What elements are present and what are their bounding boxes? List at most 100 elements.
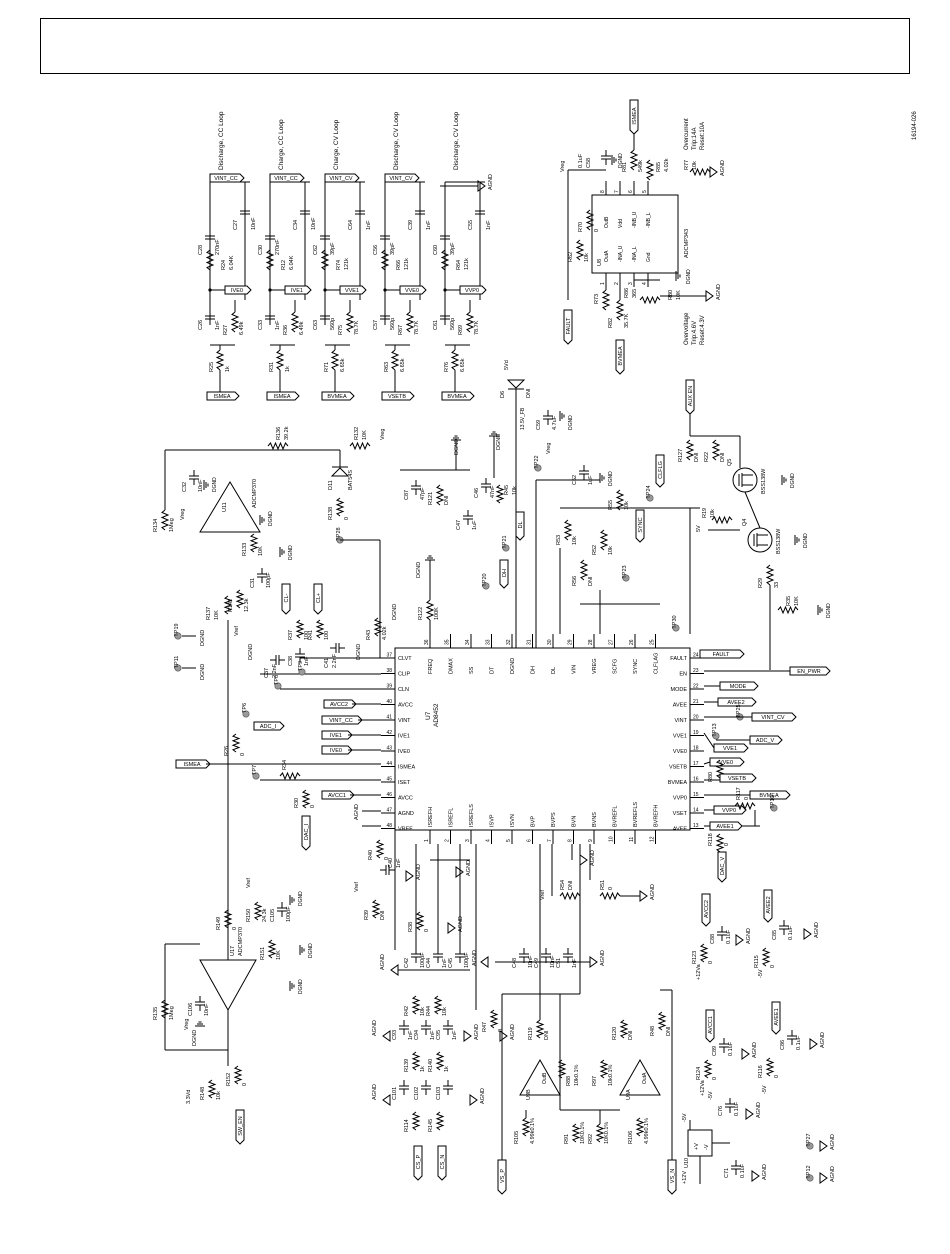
res-value: 10k <box>710 509 716 518</box>
cap-value: 270nF <box>215 239 221 255</box>
res-value: 10K0.1% <box>580 1122 586 1144</box>
res-ref: R80 <box>668 290 674 300</box>
diode-ref: D6 <box>500 391 506 398</box>
net-tag-mid: VVP0 <box>465 288 479 294</box>
pin-number: 7 <box>547 839 553 842</box>
cap-value: 560p <box>330 318 336 330</box>
res-ref: R56 <box>572 576 578 586</box>
net-tag-adc-i: ADC_I <box>260 724 277 730</box>
pin-name: FAULT <box>670 656 687 662</box>
cap-ref: C27 <box>233 220 239 230</box>
net-tag-ive0: IVE0 <box>330 748 342 754</box>
pin-name: SCFG <box>613 659 619 674</box>
pin-number: 23 <box>693 668 699 674</box>
pin-name: FREQ <box>428 658 434 674</box>
pin-number: 41 <box>386 715 392 721</box>
pin-number: 4 <box>642 282 648 285</box>
res-value: 1k <box>444 1066 450 1072</box>
cap-value: 0.1uF <box>578 153 584 168</box>
loop-title: Charge, CV Loop <box>333 119 340 170</box>
title-block <box>40 18 910 74</box>
diode-part: BAT54S <box>348 470 354 490</box>
ic-part: ADCMP370 <box>252 479 258 508</box>
cap-ref: C64 <box>348 220 354 230</box>
ground-label: AGND <box>372 1020 378 1036</box>
cap-value: 39pF <box>390 242 396 255</box>
cap-ref: C94 <box>414 1030 420 1040</box>
res-ref: R151 <box>260 947 266 960</box>
pin-number: 20 <box>693 715 699 721</box>
supply-label: Vreg <box>184 1019 190 1030</box>
cap-value: 0.1uF <box>796 1035 802 1050</box>
net-tag-avee1: AVEE1 <box>716 824 733 830</box>
pin-name: BVNS <box>592 812 598 827</box>
res-ref: R54 <box>560 880 566 890</box>
ground-label: DGND <box>288 545 294 560</box>
pin-name: BVREFH <box>654 805 660 827</box>
test-point-label: TP8 <box>274 675 280 685</box>
res-ref: R35 <box>786 596 792 606</box>
res-value: 100K <box>434 607 440 620</box>
test-point-label: TP21 <box>502 535 508 548</box>
res-ref: R30 <box>294 798 300 808</box>
res-ref: R19 <box>702 508 708 518</box>
ic-ref: U10 <box>684 1158 690 1168</box>
cap-ref: C44 <box>426 958 432 968</box>
pin-name: EN <box>679 672 687 678</box>
overvoltage-text: Overvoltage <box>684 312 690 345</box>
pin-name: +V <box>694 1143 700 1150</box>
cap-value: 270nF <box>275 239 281 255</box>
loop-title: Discharge, CV Loop <box>393 111 400 170</box>
pin-number: 24 <box>693 653 699 659</box>
res-ref: R36 <box>283 325 289 335</box>
res-value: 10K <box>276 950 282 960</box>
ground-label: AGND <box>752 1042 758 1058</box>
ground-label: AGND <box>372 1084 378 1100</box>
res-value: 0 <box>712 1077 718 1080</box>
res-value: 0 <box>594 229 600 232</box>
cap-value: 100pF <box>464 952 470 968</box>
cap-value: 100pF <box>286 906 292 922</box>
net-tag-cl-plus: CL+ <box>316 593 322 603</box>
test-point-label: TP10 <box>770 795 776 808</box>
cap-ref: C46 <box>474 488 480 498</box>
ground-label: DGND <box>826 603 832 618</box>
res-ref: R31 <box>269 362 275 372</box>
net-tag-clflg: CLFLG <box>658 461 664 479</box>
res-value: 0 <box>498 1029 504 1032</box>
ground-label: AGND <box>480 1088 486 1104</box>
pin-name: VVE1 <box>673 734 687 740</box>
cap-value: 1nF <box>304 656 310 666</box>
pin-number: 31 <box>527 639 533 645</box>
cap-value: 1nF <box>442 958 448 968</box>
cap-value: 10nF <box>550 955 556 968</box>
supply-label: -5V <box>758 969 764 978</box>
res-value: 4.99k0.1% <box>644 1118 650 1144</box>
res-value: 1k <box>225 366 231 372</box>
net-tag-vint: VINT_CC <box>214 176 238 182</box>
mosfet-ref: Q5 <box>727 459 733 466</box>
dni-label: DNI <box>720 452 726 462</box>
res-ref: R138 <box>328 507 334 520</box>
res-value: 0 <box>240 753 246 756</box>
cap-ref: C105 <box>270 909 276 922</box>
dni-label: DNI <box>380 910 386 920</box>
pin-number: 25 <box>650 639 656 645</box>
cap-value: 0.1uF <box>728 1041 734 1056</box>
ground-label: AGND <box>830 1166 836 1182</box>
net-tag-vint-cc: VINT_CC <box>329 718 353 724</box>
net-tag-avcc2: AVCC2 <box>704 900 710 918</box>
pin-name: BVN <box>572 816 578 827</box>
res-value: 0 <box>608 887 614 890</box>
res-value: 33 <box>774 582 780 588</box>
res-ref: R40 <box>368 850 374 860</box>
res-ref: R119 <box>528 1027 534 1040</box>
res-ref: R132 <box>354 427 360 440</box>
ground-label: AGND <box>650 884 656 900</box>
ground-label: DGND <box>496 434 502 450</box>
res-ref: R37 <box>288 630 294 640</box>
overcurrent-text: Overcurrent <box>684 118 690 150</box>
